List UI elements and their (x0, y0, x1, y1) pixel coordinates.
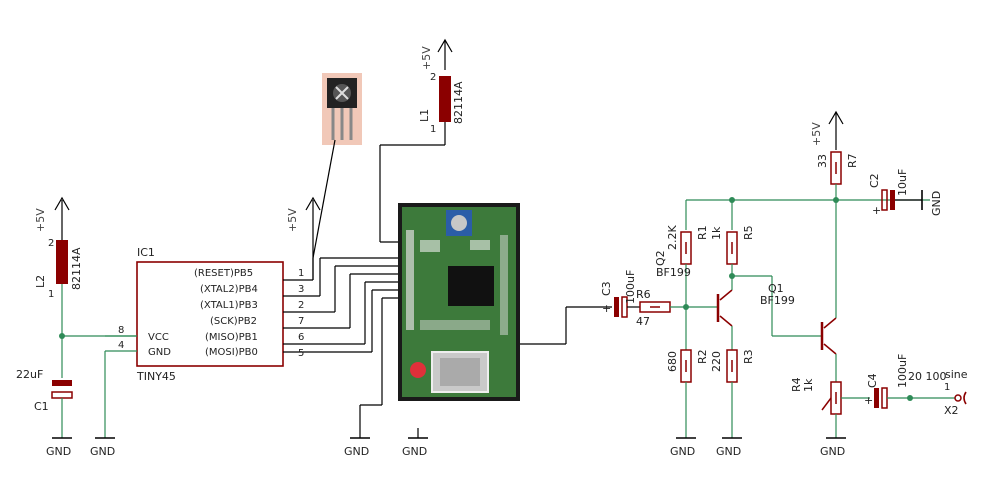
svg-text:Q1: Q1 (768, 282, 784, 295)
svg-text:2.2K: 2.2K (666, 225, 679, 250)
svg-text:680: 680 (666, 351, 679, 372)
svg-text:VCC: VCC (148, 332, 169, 343)
ir-receiver-photo (322, 73, 362, 145)
c1-value: 22uF (16, 368, 43, 381)
svg-text:3: 3 (298, 284, 304, 295)
svg-text:R4: R4 (790, 377, 803, 392)
svg-text:1: 1 (298, 268, 304, 279)
svg-text:+5V: +5V (286, 208, 299, 232)
l1-name: L1 (418, 109, 431, 122)
resistor-r3: 220 R3 (710, 349, 755, 383)
svg-text:6: 6 (298, 332, 304, 343)
capacitor-c1: 22uF C1 (16, 368, 73, 413)
resistor-r7: 33 R7 (816, 151, 859, 185)
svg-text:(RESET)PB5: (RESET)PB5 (194, 268, 253, 279)
svg-text:Q2: Q2 (654, 250, 667, 266)
svg-text:+5V: +5V (810, 122, 823, 146)
svg-text:GND: GND (344, 445, 369, 458)
svg-text:C3: C3 (600, 281, 613, 296)
transistor-q1 (820, 317, 837, 355)
svg-text:1k: 1k (802, 378, 815, 392)
svg-text:GND: GND (90, 445, 115, 458)
capacitor-c3: + C3 100uF (600, 270, 637, 318)
svg-text:5: 5 (298, 348, 304, 359)
svg-text:220: 220 (710, 351, 723, 372)
svg-text:33: 33 (816, 154, 829, 168)
svg-text:1k: 1k (710, 226, 723, 240)
ic1-tiny45: IC1 TINY45 VCC GND 8 4 GND (RESET)PB5 (X… (90, 246, 320, 458)
svg-text:7: 7 (298, 316, 304, 327)
svg-text:R1: R1 (696, 225, 709, 240)
svg-text:R3: R3 (742, 349, 755, 364)
svg-text:2: 2 (430, 72, 436, 83)
svg-text:R7: R7 (846, 153, 859, 168)
svg-text:R5: R5 (742, 225, 755, 240)
svg-text:C2: C2 (868, 173, 881, 188)
svg-text:GND: GND (930, 191, 943, 216)
svg-text:8: 8 (118, 325, 124, 336)
svg-text:1: 1 (430, 124, 436, 135)
svg-text:47: 47 (636, 315, 650, 328)
l2-value: 82114A (70, 247, 83, 290)
svg-text:GND: GND (820, 445, 845, 458)
potentiometer-r4: R4 1k (790, 377, 842, 415)
svg-text:1: 1 (48, 289, 54, 300)
svg-text:GND: GND (716, 445, 741, 458)
ic-name: IC1 (137, 246, 155, 259)
svg-text:4: 4 (118, 340, 124, 351)
junction-dot (59, 333, 65, 339)
svg-text:(XTAL1)PB3: (XTAL1)PB3 (200, 300, 258, 311)
resistor-r2: 680 R2 (666, 349, 709, 383)
svg-text:(MISO)PB1: (MISO)PB1 (205, 332, 258, 343)
svg-text:(SCK)PB2: (SCK)PB2 (210, 316, 257, 327)
svg-text:100uF: 100uF (896, 354, 909, 388)
gnd-label: GND (46, 445, 71, 458)
l1-value: 82114A (452, 81, 465, 124)
svg-text:BF199: BF199 (760, 294, 795, 307)
connector-x2: sine 1 X2 (944, 368, 968, 417)
capacitor-c2: + C2 10uF (868, 169, 909, 217)
svg-text:2: 2 (48, 238, 54, 249)
svg-text:GND: GND (670, 445, 695, 458)
svg-text:+: + (602, 302, 611, 315)
svg-text:+: + (872, 204, 881, 217)
svg-text:2: 2 (298, 300, 304, 311)
svg-text:20 100: 20 100 (908, 370, 947, 383)
ic-type: TINY45 (136, 370, 176, 383)
svg-text:R6: R6 (636, 288, 651, 301)
x2-signal: sine (945, 368, 968, 381)
svg-text:10uF: 10uF (896, 169, 909, 196)
svg-text:(MOSI)PB0: (MOSI)PB0 (205, 347, 258, 358)
inductor-l1: +5V 2 1 L1 82114A (418, 38, 465, 135)
inductor-l2: 2 1 L2 82114A (34, 238, 83, 300)
svg-text:+: + (864, 394, 873, 407)
capacitor-c4: + C4 100uF (864, 354, 909, 409)
x2-name: X2 (944, 404, 959, 417)
l2-name: L2 (34, 275, 47, 288)
svg-text:(XTAL2)PB4: (XTAL2)PB4 (200, 284, 258, 295)
svg-text:GND: GND (148, 347, 171, 358)
rf-module-photo (398, 203, 520, 401)
transistor-q2 (716, 289, 733, 327)
svg-text:1: 1 (944, 382, 950, 393)
svg-text:C4: C4 (866, 373, 879, 388)
resistor-r6: R6 47 (636, 288, 671, 328)
svg-text:100uF: 100uF (624, 270, 637, 304)
resistor-r5: 1k R5 (710, 225, 755, 265)
c1-name: C1 (34, 400, 49, 413)
resistor-r1: 2.2K R1 (666, 225, 709, 265)
svg-text:BF199: BF199 (656, 266, 691, 279)
svg-text:GND: GND (402, 445, 427, 458)
svg-text:R2: R2 (696, 349, 709, 364)
supply-vcc-l2: +5V (34, 196, 70, 232)
plus5v-label: +5V (34, 208, 47, 232)
svg-text:+5V: +5V (420, 46, 433, 70)
